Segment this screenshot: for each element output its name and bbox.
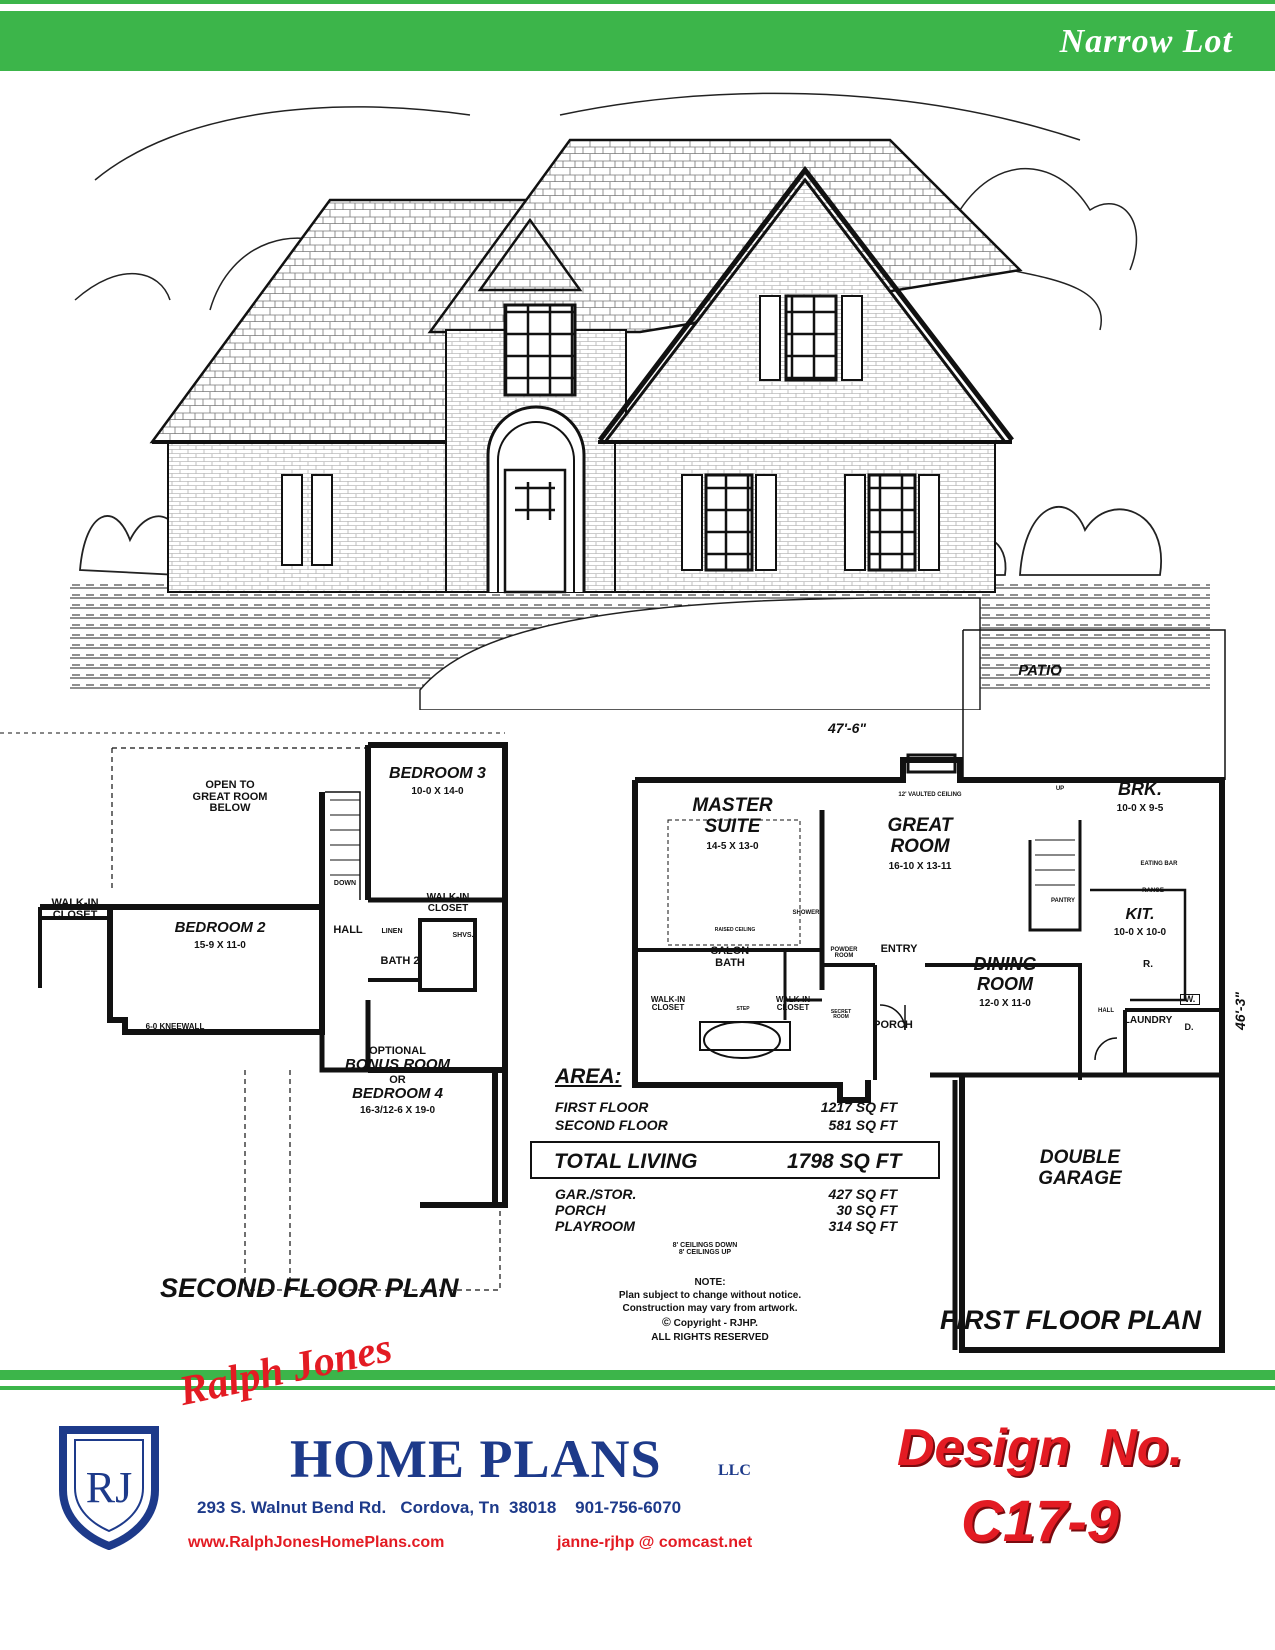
- entry-label: ENTRY: [880, 943, 918, 955]
- great-room-label: GREAT ROOM 16-10 X 13-11: [887, 815, 953, 872]
- footer-band-thin: [0, 1386, 1275, 1390]
- walk-in-closet-right-label: WALK-IN CLOSET: [426, 892, 470, 914]
- secret-room-label: SECRET ROOM: [830, 1009, 852, 1021]
- double-garage-label: DOUBLE GARAGE: [1038, 1147, 1122, 1189]
- bath-2-label: BATH 2: [380, 955, 420, 967]
- copyright-icon: ©: [662, 1315, 671, 1329]
- overall-depth-dimension: 46'-3": [1232, 992, 1248, 1030]
- brand-home-plans: HOME PLANS: [290, 1429, 662, 1489]
- master-suite-label: MASTER SUITE 14-5 X 13-0: [692, 795, 773, 852]
- disclaimer-note: NOTE: Plan subject to change without not…: [618, 1277, 802, 1343]
- total-living-label: TOTAL LIVING: [554, 1150, 698, 1173]
- svg-text:RJ: RJ: [86, 1463, 132, 1512]
- open-to-great-room-note: OPEN TO GREAT ROOM BELOW: [192, 779, 268, 815]
- dryer-label: D.: [1184, 1022, 1194, 1032]
- step-label: STEP: [736, 1006, 750, 1012]
- walk-in-closet-a-label: WALK-IN CLOSET: [650, 995, 686, 1013]
- area-row-garage: GAR./STOR.427 SQ FT: [555, 1186, 897, 1202]
- second-floor-plan-title: SECOND FLOOR PLAN: [160, 1273, 459, 1303]
- footer-band-top: [0, 1370, 1275, 1380]
- area-total-box: TOTAL LIVING 1798 SQ FT: [530, 1141, 940, 1179]
- website-link[interactable]: www.RalphJonesHomePlans.com: [188, 1534, 445, 1551]
- area-heading: AREA:: [555, 1065, 622, 1088]
- bedroom-3-label: BEDROOM 3 10-0 X 14-0: [389, 765, 486, 797]
- first-floor-hall-label: HALL: [1098, 1008, 1114, 1014]
- total-living-value: 1798 SQ FT: [787, 1150, 902, 1173]
- overall-width-dimension: 47'-6": [828, 720, 866, 736]
- kitchen-label: KIT. 10-0 X 10-0: [1113, 906, 1167, 938]
- vaulted-ceiling-note: 12' VAULTED CEILING: [898, 792, 962, 798]
- patio-label: PATIO: [1018, 662, 1062, 679]
- brand-llc: LLC: [718, 1462, 751, 1479]
- laundry-label: LAUNDRY: [1123, 1015, 1173, 1026]
- first-floor-plan-title: FIRST FLOOR PLAN: [940, 1305, 1201, 1335]
- washer-label: W.: [1180, 994, 1200, 1006]
- refrigerator-label: R.: [1143, 959, 1153, 970]
- eating-bar-label: EATING BAR: [1140, 861, 1178, 867]
- walk-in-closet-b-label: WALK-IN CLOSET: [775, 995, 811, 1013]
- linen-label: LINEN: [381, 928, 403, 935]
- powder-room-label: POWDER ROOM: [830, 947, 858, 960]
- shelves-label: SHVS.: [452, 932, 474, 939]
- dining-room-label: DINING ROOM 12-0 X 11-0: [973, 954, 1037, 1009]
- ceiling-heights-note: 8' CEILINGS DOWN 8' CEILINGS UP: [672, 1242, 738, 1257]
- design-number-value: C17-9: [961, 1489, 1119, 1554]
- bonus-room-label: OPTIONAL BONUS ROOM OR BEDROOM 4 16-3/12…: [345, 1045, 450, 1117]
- kneewall-label: 6-0 KNEEWALL: [145, 1022, 205, 1031]
- hall-label: HALL: [333, 924, 363, 936]
- pantry-label: PANTRY: [1051, 898, 1075, 904]
- design-number-label: Design No.: [896, 1419, 1184, 1477]
- floor-plans-linework: [0, 629, 1226, 1353]
- breakfast-label: BRK. 10-0 X 9-5: [1116, 779, 1164, 814]
- driveway: [419, 597, 981, 710]
- bedroom-2-label: BEDROOM 2 15-9 X 11-0: [174, 919, 266, 951]
- salon-bath-label: SALON BATH: [710, 945, 750, 969]
- email-link[interactable]: janne-rjhp @ comcast.net: [557, 1534, 753, 1551]
- porch-label: PORCH: [873, 1019, 913, 1031]
- range-label: RANGE: [1142, 888, 1164, 894]
- raised-ceiling-note: RAISED CEILING: [714, 927, 756, 933]
- front-elevation-illustration: [70, 92, 1210, 710]
- stair-up-label: UP: [1055, 786, 1065, 792]
- shower-label: SHOWER: [792, 910, 820, 916]
- stair-down-label: DOWN: [333, 880, 357, 887]
- lot-type-tag: Narrow Lot: [1059, 23, 1233, 60]
- header-band: Narrow Lot: [0, 11, 1275, 71]
- company-address-phone: 293 S. Walnut Bend Rd. Cordova, Tn 38018…: [197, 1498, 682, 1517]
- top-thin-band: [0, 0, 1275, 4]
- rj-shield-logo-icon: RJ: [59, 1426, 159, 1550]
- walk-in-closet-left-label: WALK-IN CLOSET: [51, 897, 99, 921]
